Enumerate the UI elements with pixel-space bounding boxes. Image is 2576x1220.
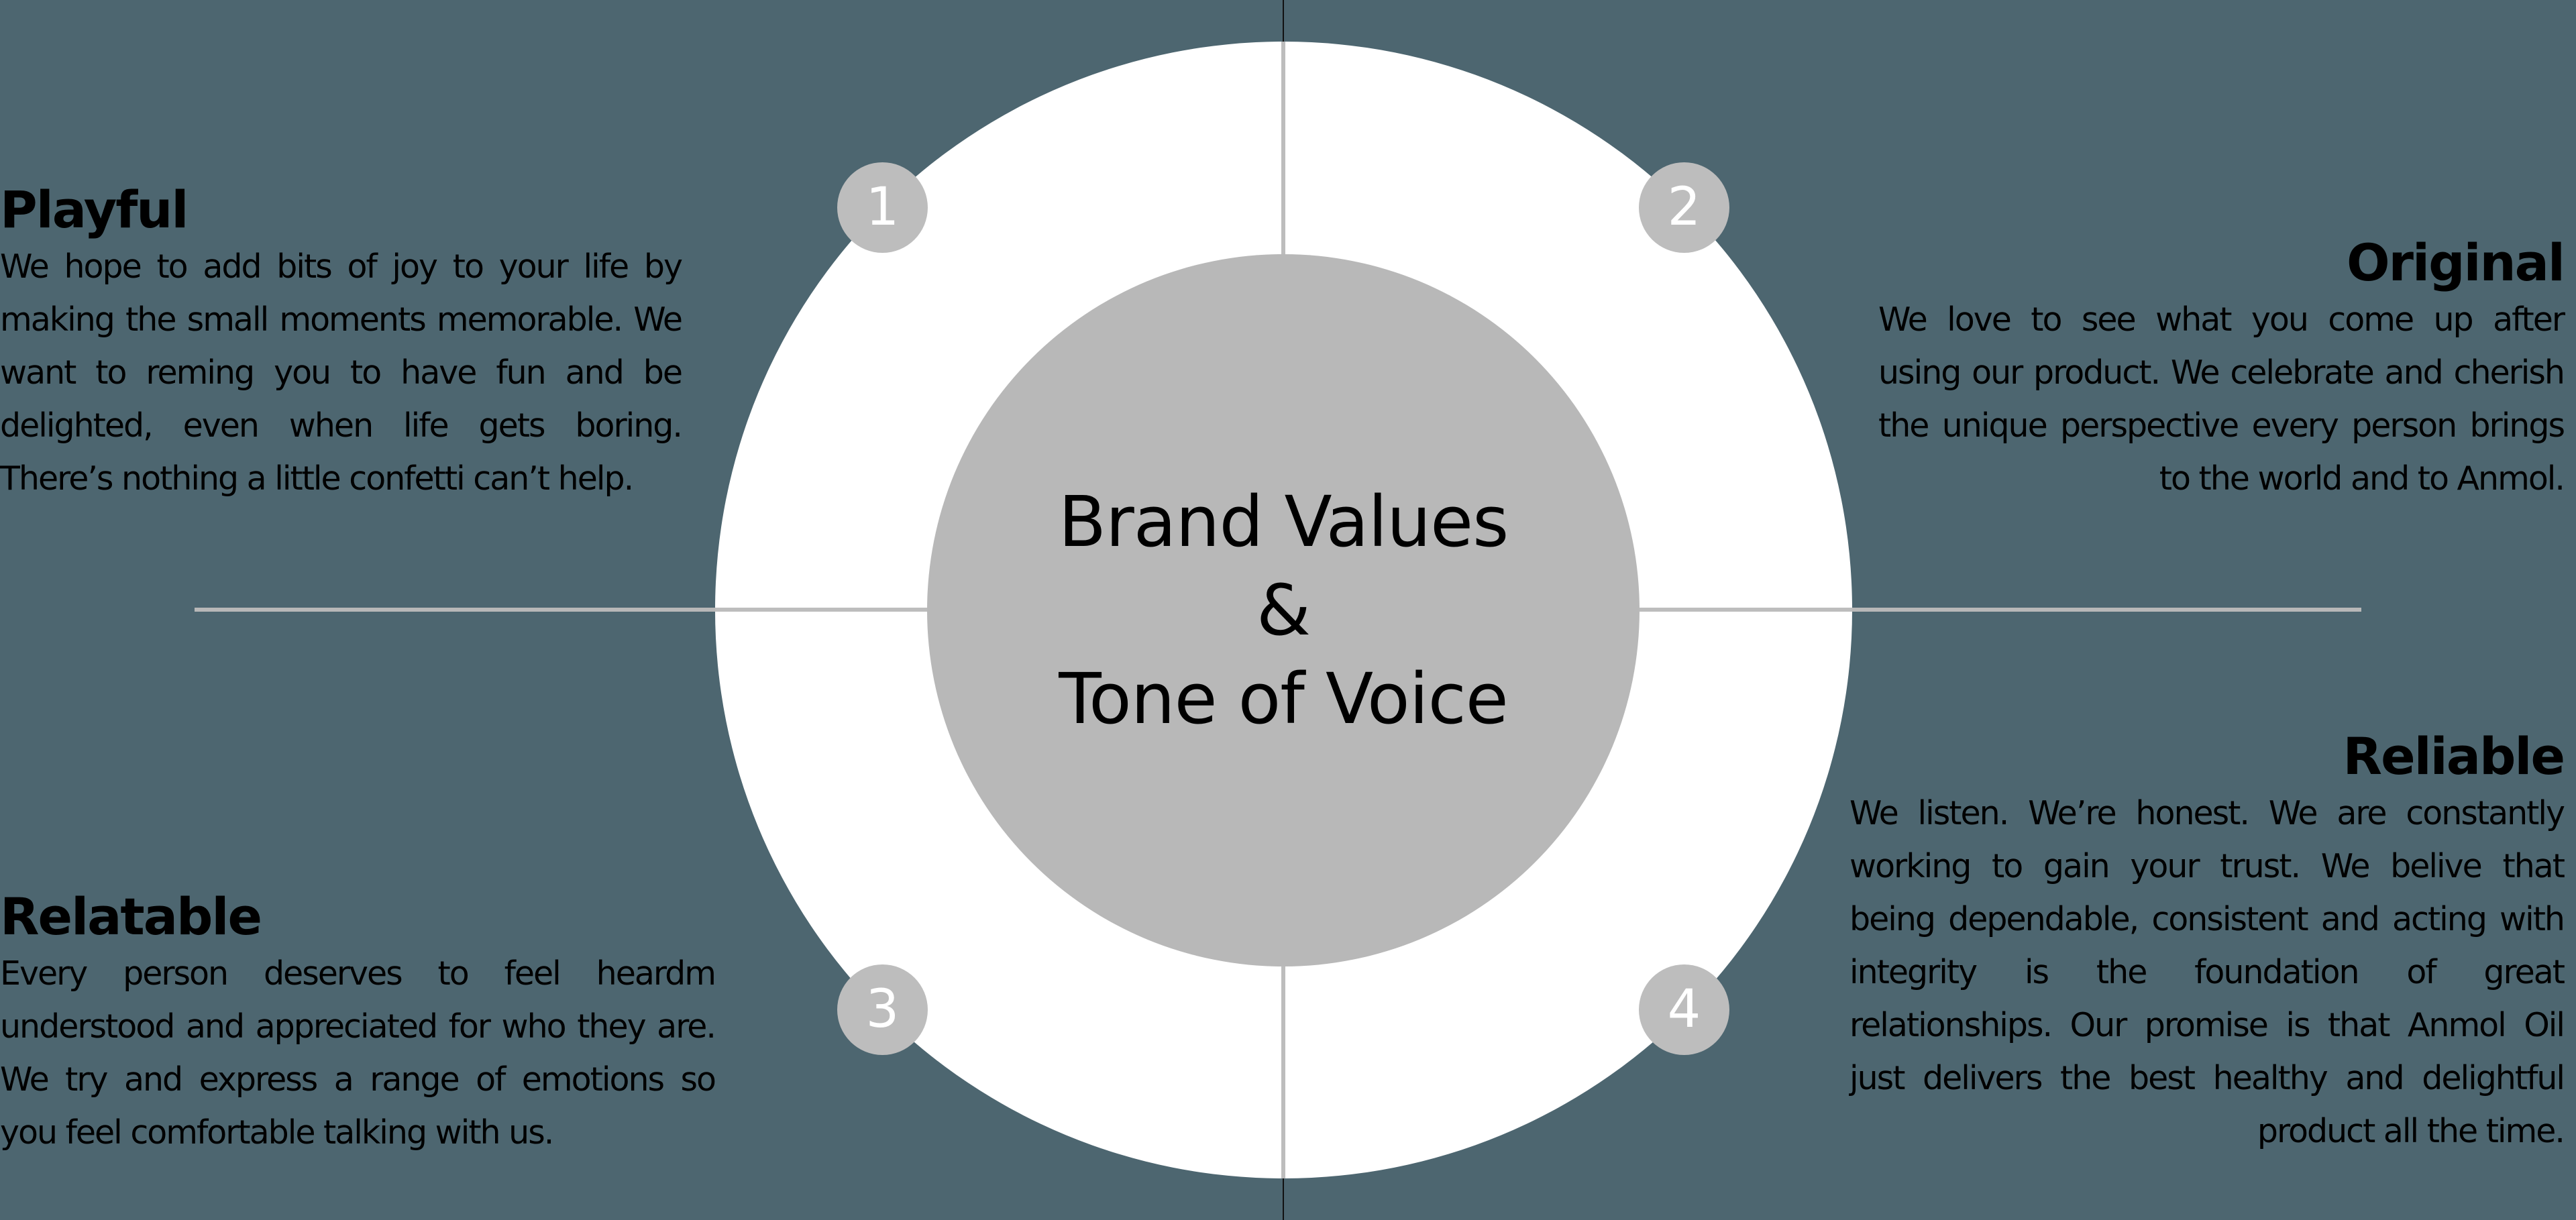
center-title: Brand Values & Tone of Voice (1059, 478, 1509, 743)
center-title-line-3: Tone of Voice (1059, 658, 1508, 740)
vertical-divider-bottom (1283, 1178, 1284, 1220)
horizontal-divider-left (195, 608, 718, 612)
value-block-original: Original We love to see what you come up… (1878, 233, 2565, 505)
value-description: We listen. We’re honest. We are constant… (1849, 794, 2565, 1150)
value-description: We hope to add bits of joy to your life … (0, 247, 683, 498)
number-badge-1: 1 (837, 162, 928, 253)
value-title: Relatable (0, 887, 262, 946)
value-block-playful: Playful We hope to add bits of joy to yo… (0, 180, 683, 505)
value-title: Playful (0, 180, 189, 239)
horizontal-divider-right (1850, 608, 2361, 612)
value-block-reliable: Reliable We listen. We’re honest. We are… (1849, 726, 2565, 1158)
number-badge-4: 4 (1639, 964, 1729, 1055)
value-title: Reliable (2343, 726, 2565, 786)
value-description: Every person deserves to feel heardm und… (0, 954, 716, 1152)
number-badge-2: 2 (1639, 162, 1729, 253)
center-circle: Brand Values & Tone of Voice (927, 254, 1640, 966)
value-description: We love to see what you come up after us… (1878, 300, 2565, 498)
vertical-divider-top (1283, 0, 1284, 42)
number-badge-3: 3 (837, 964, 928, 1055)
value-title: Original (2346, 233, 2565, 292)
value-block-relatable: Relatable Every person deserves to feel … (0, 887, 716, 1159)
center-title-line-1: Brand Values (1058, 481, 1509, 563)
center-title-line-2: & (1256, 569, 1311, 651)
